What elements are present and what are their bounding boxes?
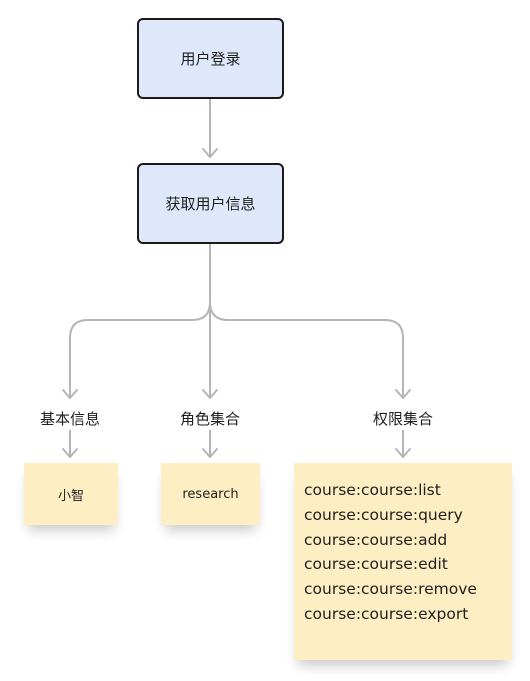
note-permission-set: course:course:list course:course:query c… — [294, 463, 512, 660]
permission-item: course:course:add — [304, 530, 448, 549]
step-user-login: 用户登录 — [137, 18, 284, 99]
permission-item: course:course:export — [304, 604, 469, 623]
branch-label-role-set: 角色集合 — [170, 406, 250, 430]
connector-branch-perms — [209, 301, 404, 399]
step-get-user-info-label: 获取用户信息 — [165, 195, 256, 213]
permission-item: course:course:edit — [304, 555, 448, 574]
note-basic-info-value: 小智 — [57, 488, 84, 504]
arrowhead-perms-to-note — [395, 448, 411, 458]
arrowhead-branch-roles — [202, 389, 218, 399]
note-role-set-value: research — [182, 486, 239, 502]
permission-item: course:course:remove — [304, 580, 477, 599]
arrowhead-roles-to-note — [202, 448, 218, 458]
connector-trunk — [191, 242, 211, 321]
branch-label-permission-set: 权限集合 — [363, 406, 443, 430]
permission-item: course:course:query — [304, 505, 463, 524]
step-get-user-info: 获取用户信息 — [137, 163, 284, 244]
note-basic-info: 小智 — [24, 463, 118, 525]
arrowhead-branch-perms — [395, 389, 411, 399]
permission-item: course:course:list — [304, 481, 441, 499]
arrowhead-basic-to-note — [62, 448, 78, 458]
arrowhead-branch-basic — [62, 389, 78, 399]
note-role-set: research — [161, 463, 260, 525]
arrowhead-login-to-info — [202, 148, 218, 158]
branch-label-basic-info: 基本信息 — [30, 406, 110, 430]
step-user-login-label: 用户登录 — [180, 50, 241, 68]
connector-branch-basic — [69, 319, 193, 399]
